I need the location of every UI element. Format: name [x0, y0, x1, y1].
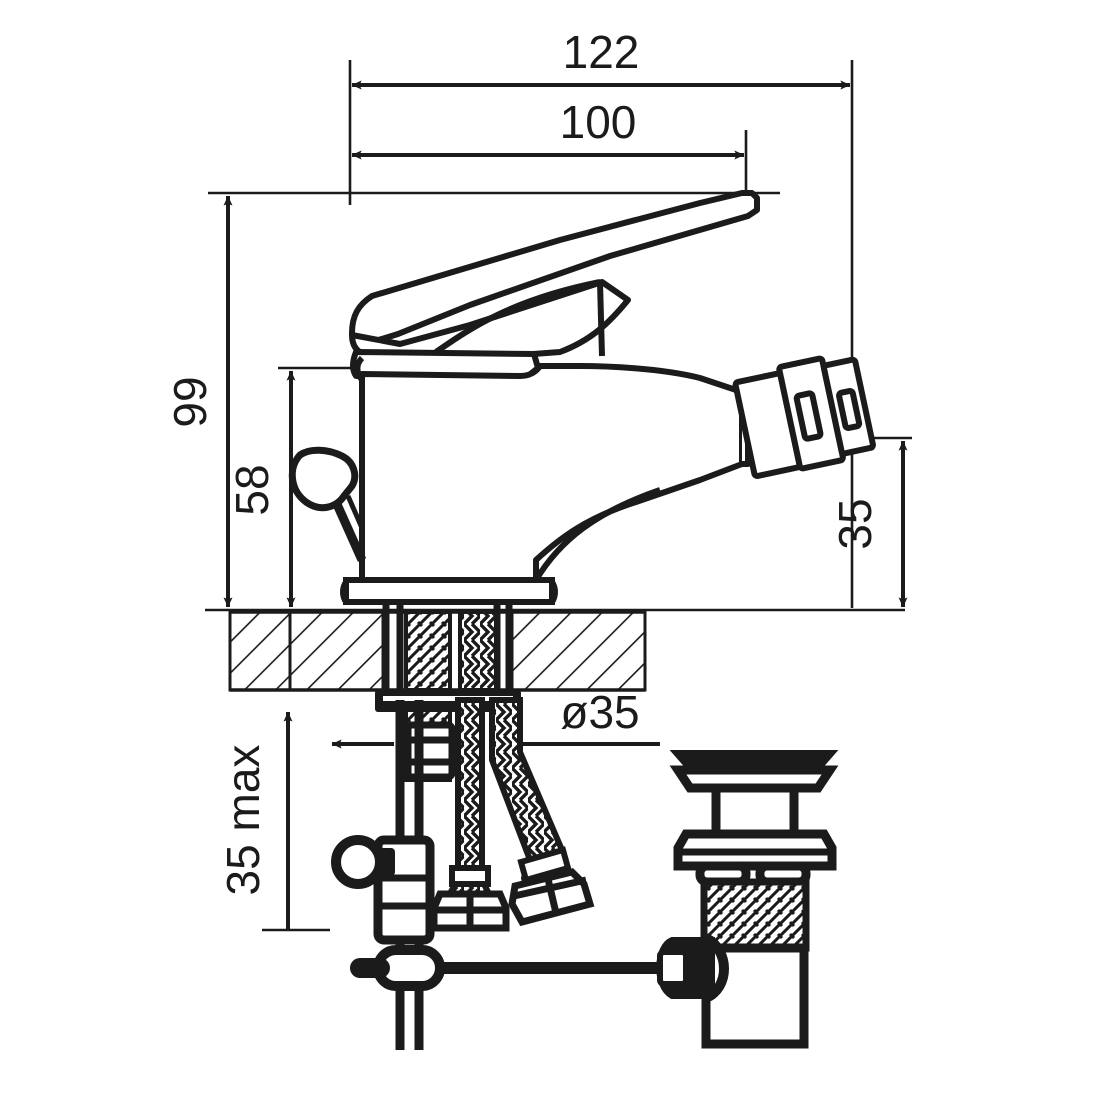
- spout-underside-curve: [533, 487, 661, 582]
- dimension-58: 58: [226, 370, 296, 608]
- dimension-100-label: 100: [560, 96, 637, 148]
- drain-ball-joint: [656, 933, 729, 1003]
- lever-rib-vertical: [597, 281, 605, 357]
- pop-up-lift-rod-knob[interactable]: [288, 446, 359, 512]
- threaded-mounting-stud: [404, 610, 452, 692]
- pop-up-waste-drain[interactable]: [656, 750, 839, 1049]
- aerator-slot-2: [836, 387, 863, 431]
- under-counter-assembly: [331, 604, 680, 1050]
- clevis-screw-ring[interactable]: [331, 835, 395, 889]
- drain-threaded-shank: [700, 878, 810, 952]
- body-left-shoulder: [354, 355, 365, 382]
- dimension-99-label: 99: [164, 376, 216, 427]
- drain-stopper-stem: [711, 783, 799, 839]
- dimension-35-right: 35: [829, 440, 908, 608]
- dimension-122: 122: [351, 26, 851, 90]
- lever-rib: [434, 279, 601, 355]
- braided-supply-hose-through-counter: [458, 610, 498, 692]
- extension-lines: [205, 60, 912, 932]
- hose-hex-nut-left: [430, 890, 510, 932]
- dimension-100: 100: [351, 96, 745, 160]
- escutcheon-base: [340, 577, 558, 605]
- hose-hex-nut-right: [508, 868, 595, 927]
- hose-ferrule-left: [449, 865, 491, 887]
- pop-up-pivot-rod: [350, 945, 680, 991]
- pivot-rod-end-tip: [350, 958, 390, 978]
- dimension-35-max: 35 max: [217, 711, 293, 930]
- mixer-body: [359, 363, 745, 583]
- pop-up-lift-rod-upper: [331, 500, 367, 562]
- dimension-58-label: 58: [226, 464, 278, 515]
- dimension-99: 99: [164, 195, 233, 608]
- mixer-assembly: [349, 190, 760, 583]
- aerator[interactable]: [732, 351, 876, 479]
- aerator-slot-1: [793, 390, 824, 442]
- dimension-35-max-label: 35 max: [217, 745, 269, 896]
- dimension-35-right-label: 35: [829, 498, 881, 549]
- pop-up-lift-rod-inner: [345, 494, 365, 530]
- hose-ferrule-right: [517, 846, 572, 884]
- dimension-diameter-35: ø35: [331, 686, 660, 749]
- dimension-d35-label: ø35: [560, 686, 639, 738]
- dimension-122-label: 122: [563, 26, 640, 78]
- counter-section-hatched: [228, 610, 647, 692]
